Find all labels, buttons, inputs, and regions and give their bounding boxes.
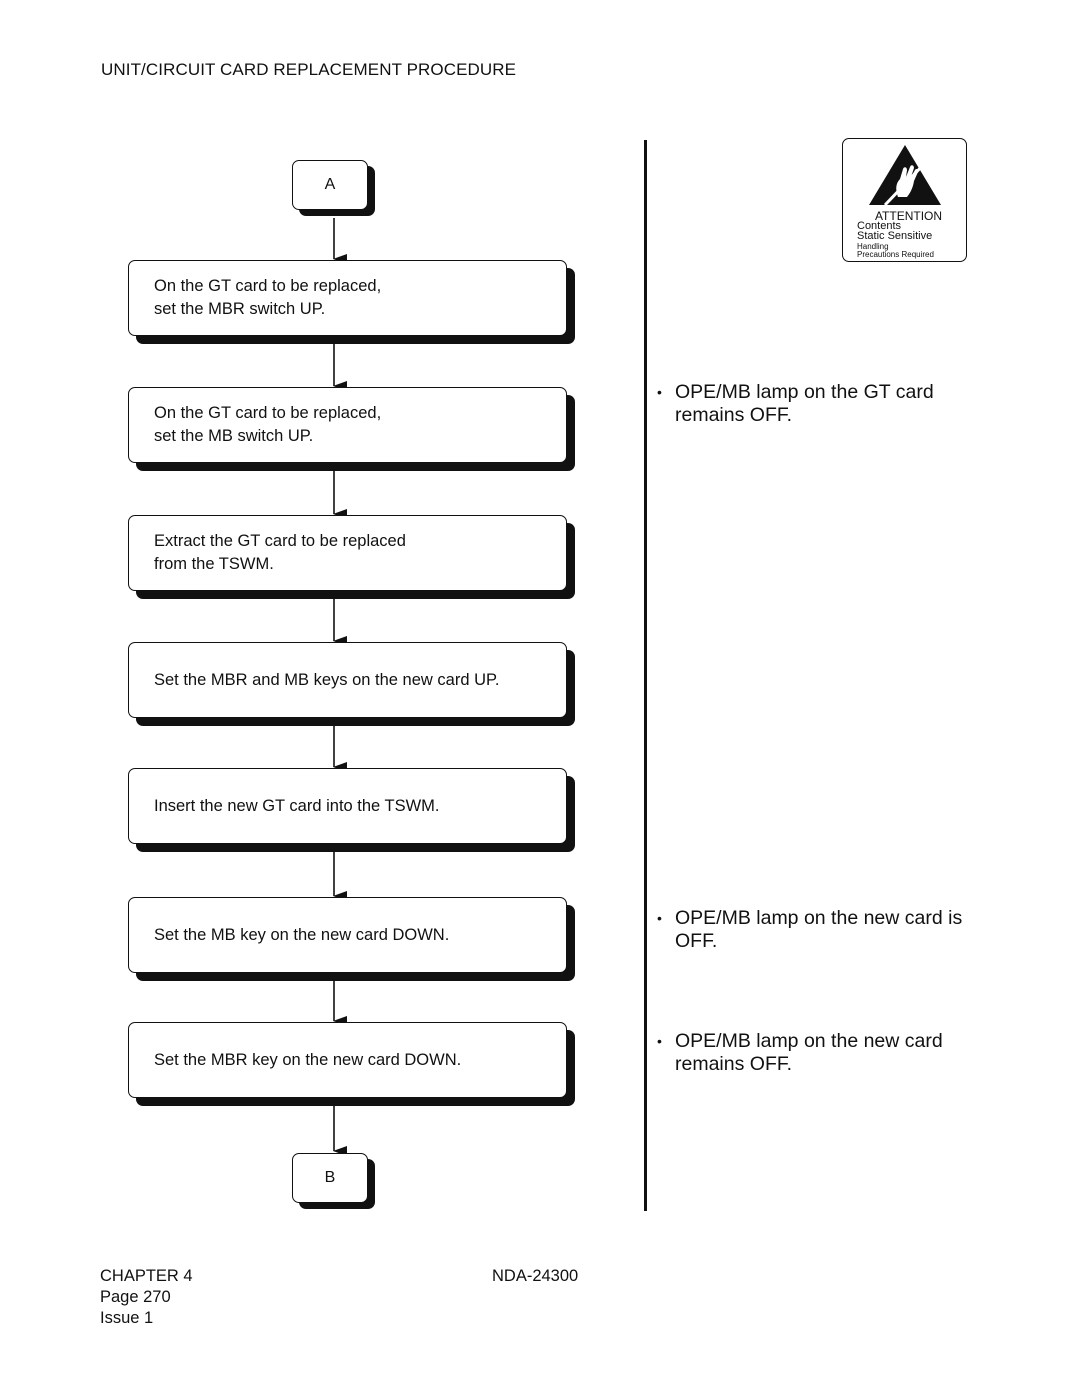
step-extract-gt-card: Extract the GT card to be replaced from … (128, 515, 567, 591)
note-text: OPE/MB lamp on the new card is OFF. (675, 907, 963, 952)
note-text: OPE/MB lamp on the GT card remains OFF. (675, 381, 934, 426)
page-header: UNIT/CIRCUIT CARD REPLACEMENT PROCEDURE (101, 60, 517, 79)
step-text: Extract the GT card to be replaced from … (154, 532, 406, 573)
column-divider (644, 140, 647, 1211)
esd-line-2: Static Sensitive (857, 230, 933, 242)
bullet: • (657, 1033, 662, 1049)
esd-hand-triangle-icon (869, 145, 941, 207)
step-insert-new-gt-card: Insert the new GT card into the TSWM. (128, 768, 567, 844)
note-text: OPE/MB lamp on the new card remains OFF. (675, 1030, 943, 1075)
esd-line-3: Handling (857, 242, 889, 251)
note-new-card-lamp-off: • OPE/MB lamp on the new card is OFF. (657, 907, 977, 953)
step-set-mb-switch-up: On the GT card to be replaced, set the M… (128, 387, 567, 463)
step-text: On the GT card to be replaced, set the M… (154, 404, 382, 445)
step-set-mb-key-down: Set the MB key on the new card DOWN. (128, 897, 567, 973)
bullet: • (657, 384, 662, 400)
step-text: On the GT card to be replaced, set the M… (154, 277, 382, 318)
connector-b: B (292, 1153, 368, 1203)
esd-line-4: Precautions Required (857, 250, 934, 259)
step-set-mbr-key-down: Set the MBR key on the new card DOWN. (128, 1022, 567, 1098)
footer-doc-number: NDA-24300 (492, 1267, 579, 1285)
step-text: Set the MBR key on the new card DOWN. (154, 1050, 462, 1069)
footer-page: Page 270 (100, 1288, 171, 1306)
connector-a: A (292, 160, 368, 210)
note-new-card-lamp-remains-off: • OPE/MB lamp on the new card remains OF… (657, 1030, 977, 1076)
step-text: Insert the new GT card into the TSWM. (154, 796, 440, 815)
step-text: Set the MB key on the new card DOWN. (154, 925, 450, 944)
esd-line-1: Contents (857, 220, 902, 232)
step-text: Set the MBR and MB keys on the new card … (154, 670, 500, 689)
step-set-keys-up-new-card: Set the MBR and MB keys on the new card … (128, 642, 567, 718)
footer-chapter: CHAPTER 4 (100, 1267, 193, 1285)
bullet: • (657, 910, 662, 926)
step-set-mbr-switch-up: On the GT card to be replaced, set the M… (128, 260, 567, 336)
esd-attention-label: ATTENTION Contents Static Sensitive Hand… (842, 138, 967, 262)
footer-issue: Issue 1 (100, 1309, 154, 1327)
esd-attention-text: ATTENTION (874, 209, 943, 223)
note-gt-card-lamp: • OPE/MB lamp on the GT card remains OFF… (657, 381, 977, 427)
